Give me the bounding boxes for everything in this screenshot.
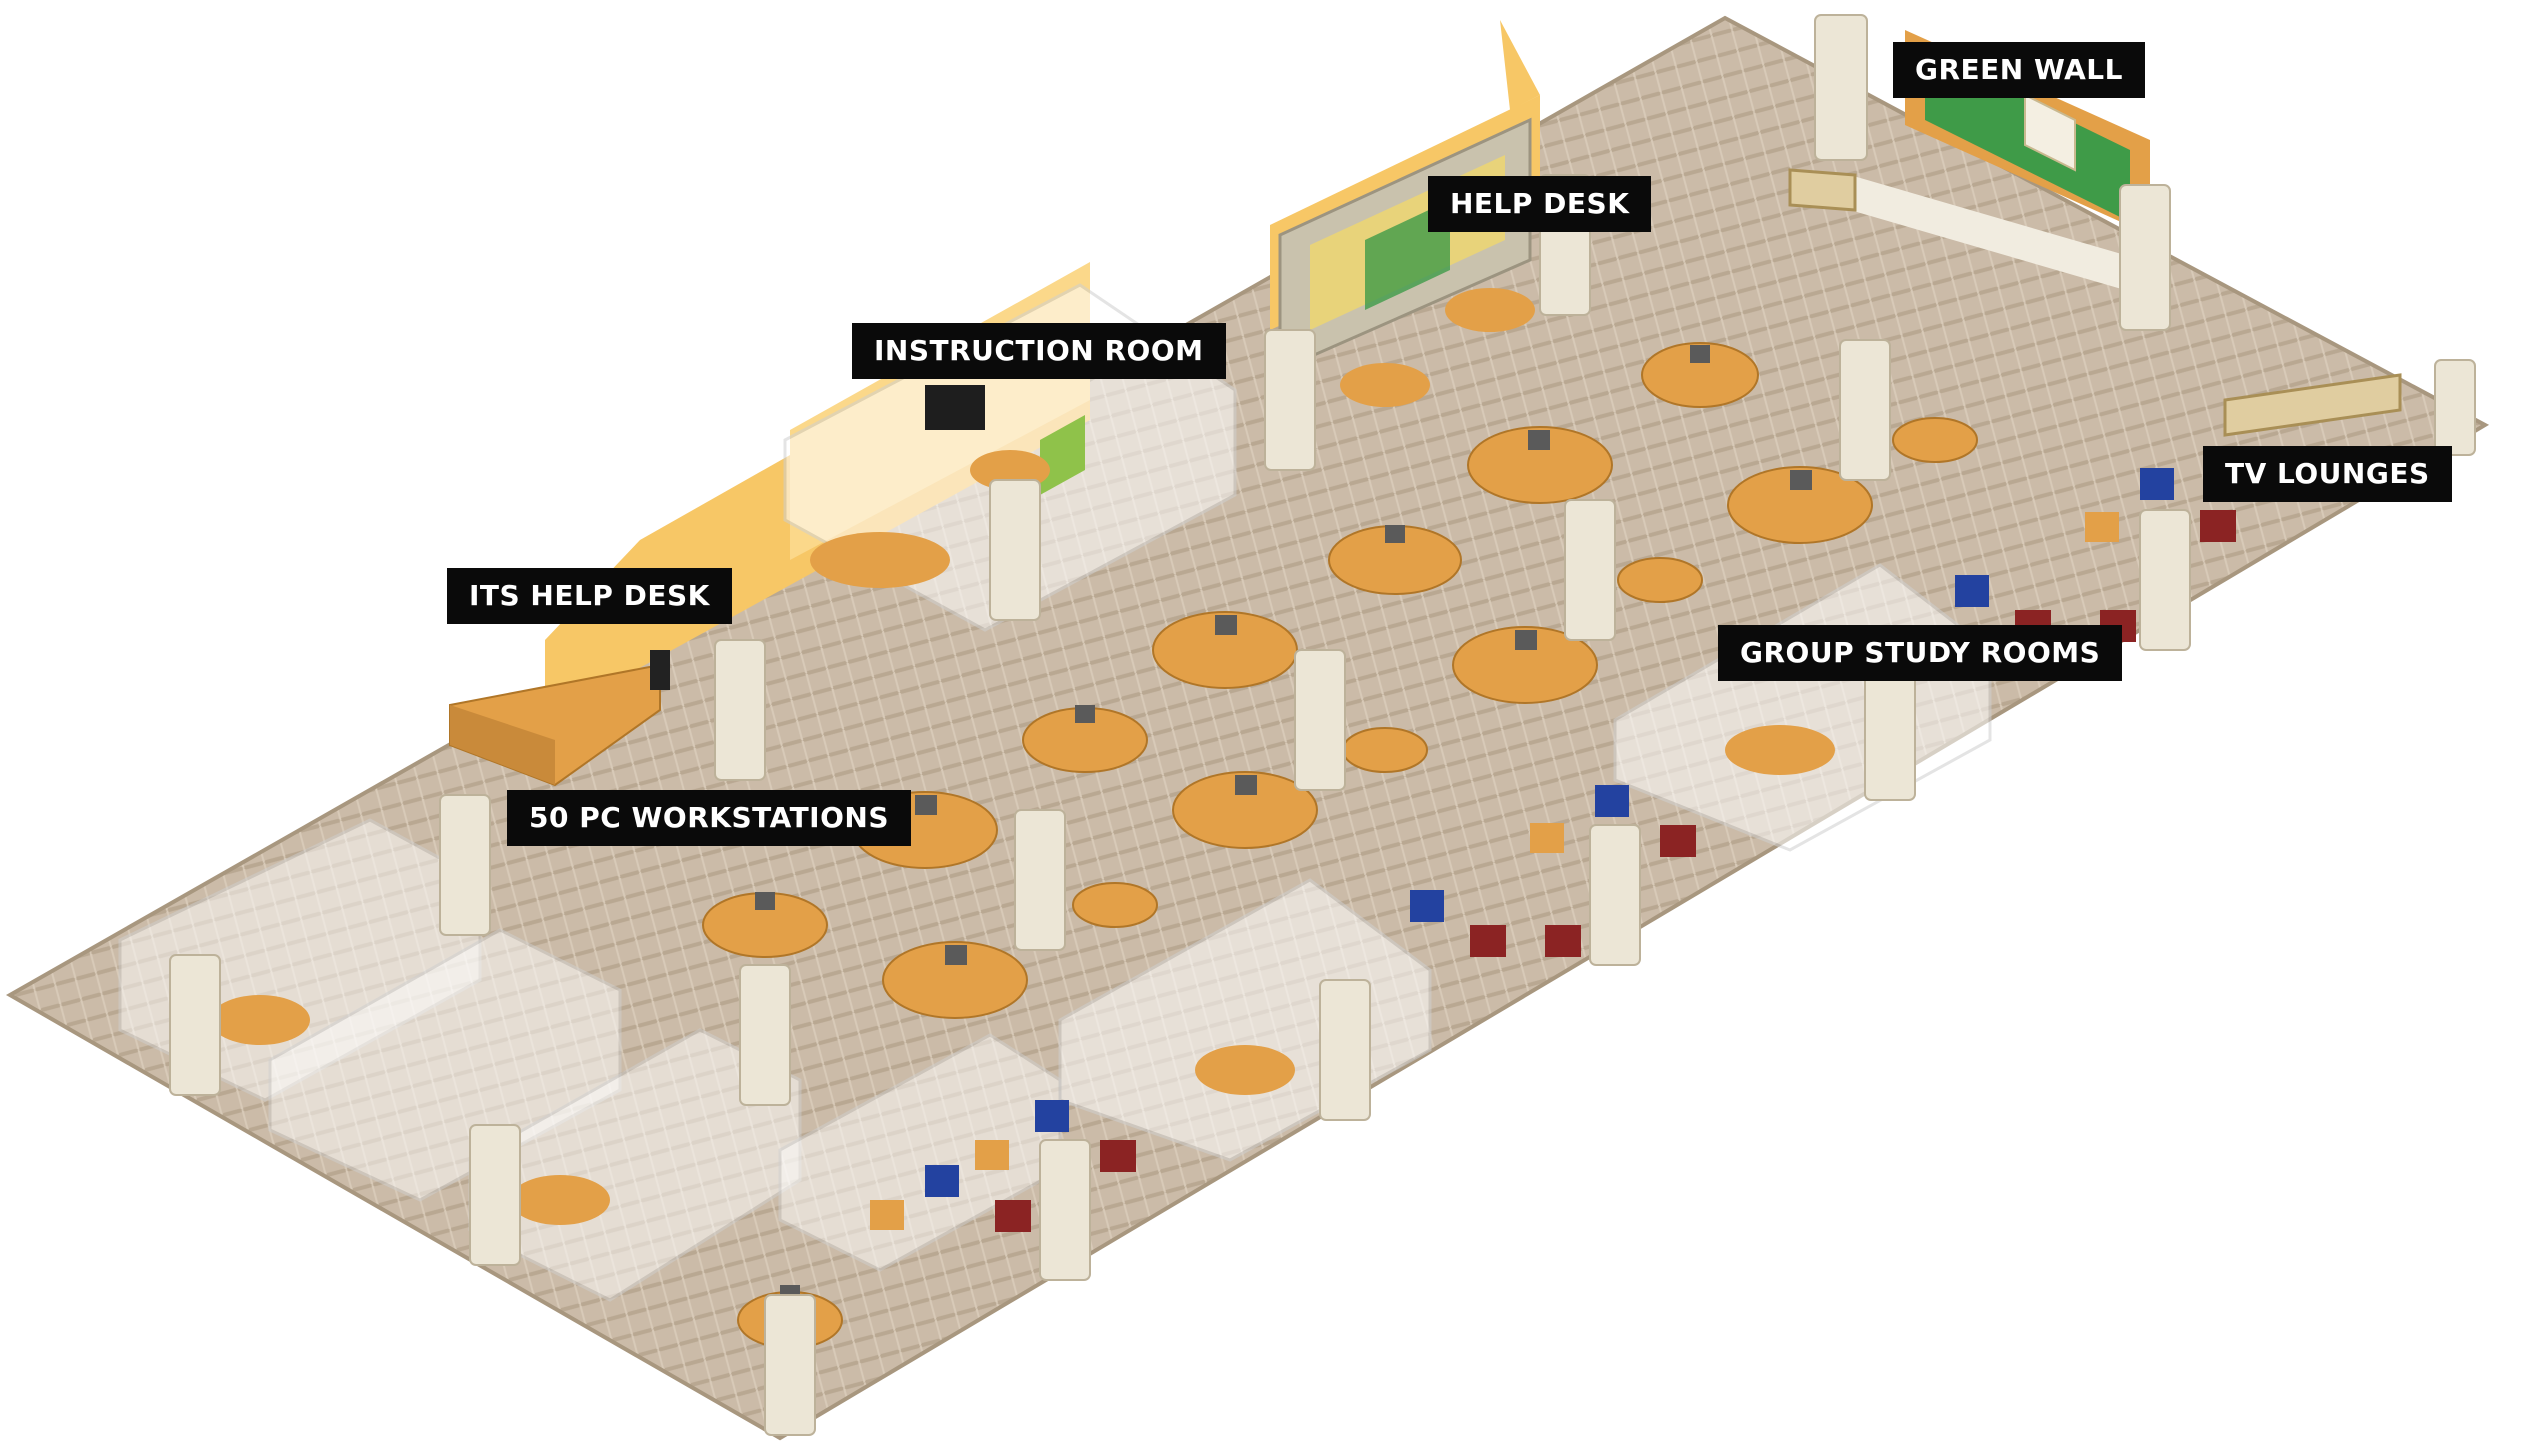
label-help-desk: HELP DESK xyxy=(1428,176,1652,232)
lounge-chairs xyxy=(870,468,2236,1232)
tv-lounge-rail xyxy=(1788,168,2402,437)
label-instruction-room: INSTRUCTION ROOM xyxy=(852,323,1226,379)
label-group-study-rooms: GROUP STUDY ROOMS xyxy=(1718,625,2123,681)
label-its-help-desk: ITS HELP DESK xyxy=(447,568,732,624)
its-help-desk-counter xyxy=(449,650,670,787)
floor xyxy=(5,15,2490,1441)
structural-columns xyxy=(169,14,2476,1436)
label-tv-lounges: TV LOUNGES xyxy=(2203,446,2452,502)
label-green-wall: GREEN WALL xyxy=(1893,42,2145,98)
label-50-pc-workstations: 50 PC WORKSTATIONS xyxy=(507,790,911,846)
